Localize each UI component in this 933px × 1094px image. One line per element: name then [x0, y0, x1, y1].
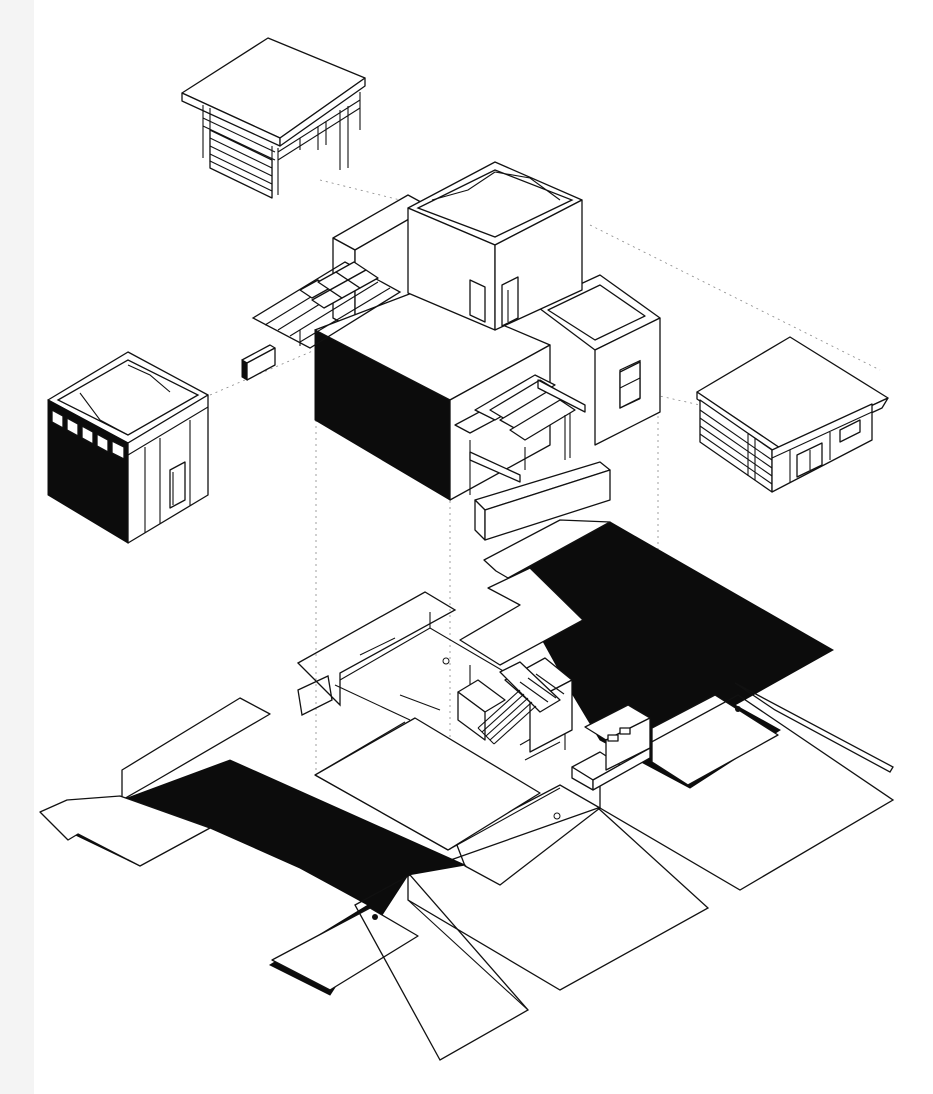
pergola-pavilion [181, 37, 366, 199]
site-terraces [39, 519, 895, 1061]
page-binding-edge [0, 0, 34, 1094]
main-house-volume [241, 161, 661, 541]
stair-core [457, 657, 573, 753]
side-trellis [251, 261, 402, 349]
kitchen-counter [571, 704, 651, 791]
ground-floor-plan [296, 591, 651, 851]
shed-roof-pavilion [696, 336, 889, 493]
porch-pergola [454, 374, 586, 495]
clerestory-cube-pavilion [47, 351, 209, 544]
